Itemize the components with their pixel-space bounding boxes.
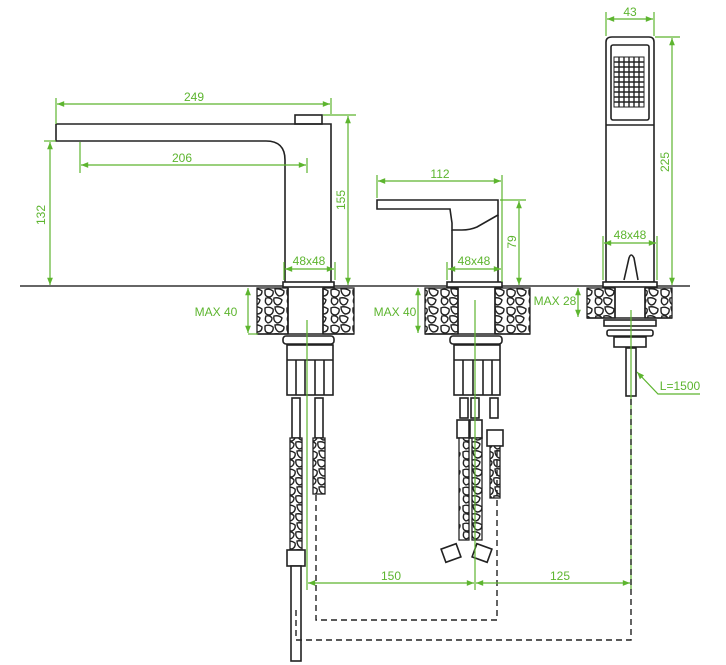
dim-spacing-spout-mixer: 150 bbox=[381, 569, 401, 583]
dimension-labels: 249 206 132 155 48x48 MAX 40 112 79 48x4… bbox=[34, 5, 701, 583]
deck-stone-section bbox=[586, 287, 616, 319]
hose-route-1 bbox=[315, 446, 498, 621]
hose-route-2 bbox=[295, 396, 632, 641]
dim-spout-clearance: 132 bbox=[34, 205, 48, 225]
dim-shower-base: 48x48 bbox=[614, 228, 647, 242]
deck-stone-section bbox=[494, 287, 531, 335]
dim-mixer-base: 48x48 bbox=[458, 254, 491, 268]
hand-shower bbox=[586, 36, 673, 590]
dim-shower-width: 43 bbox=[623, 5, 637, 19]
dim-spout-deck: MAX 40 bbox=[195, 305, 238, 319]
dimension-lines bbox=[44, 12, 700, 586]
dim-spout-base: 48x48 bbox=[293, 254, 326, 268]
deck-stone-section bbox=[256, 287, 289, 335]
dim-mixer-length: 112 bbox=[430, 167, 449, 181]
mixer-valve bbox=[376, 199, 531, 590]
dim-shower-deck: MAX 28 bbox=[534, 294, 577, 308]
dim-mixer-height: 79 bbox=[505, 235, 519, 249]
deck-stone-section bbox=[322, 287, 355, 335]
dim-hose-length: L=1500 bbox=[660, 379, 701, 393]
shower-nozzle-grid bbox=[613, 56, 645, 108]
dim-mixer-deck: MAX 40 bbox=[374, 305, 417, 319]
deck-stone-section bbox=[424, 287, 459, 335]
dim-spacing-mixer-shower: 125 bbox=[550, 569, 570, 583]
dim-spout-reach: 206 bbox=[172, 151, 192, 165]
dim-spout-height: 155 bbox=[334, 190, 348, 210]
dim-shower-height: 225 bbox=[658, 152, 672, 172]
bath-spout bbox=[55, 114, 355, 662]
deck-stone-section bbox=[644, 287, 673, 319]
dim-spout-length: 249 bbox=[184, 90, 204, 104]
